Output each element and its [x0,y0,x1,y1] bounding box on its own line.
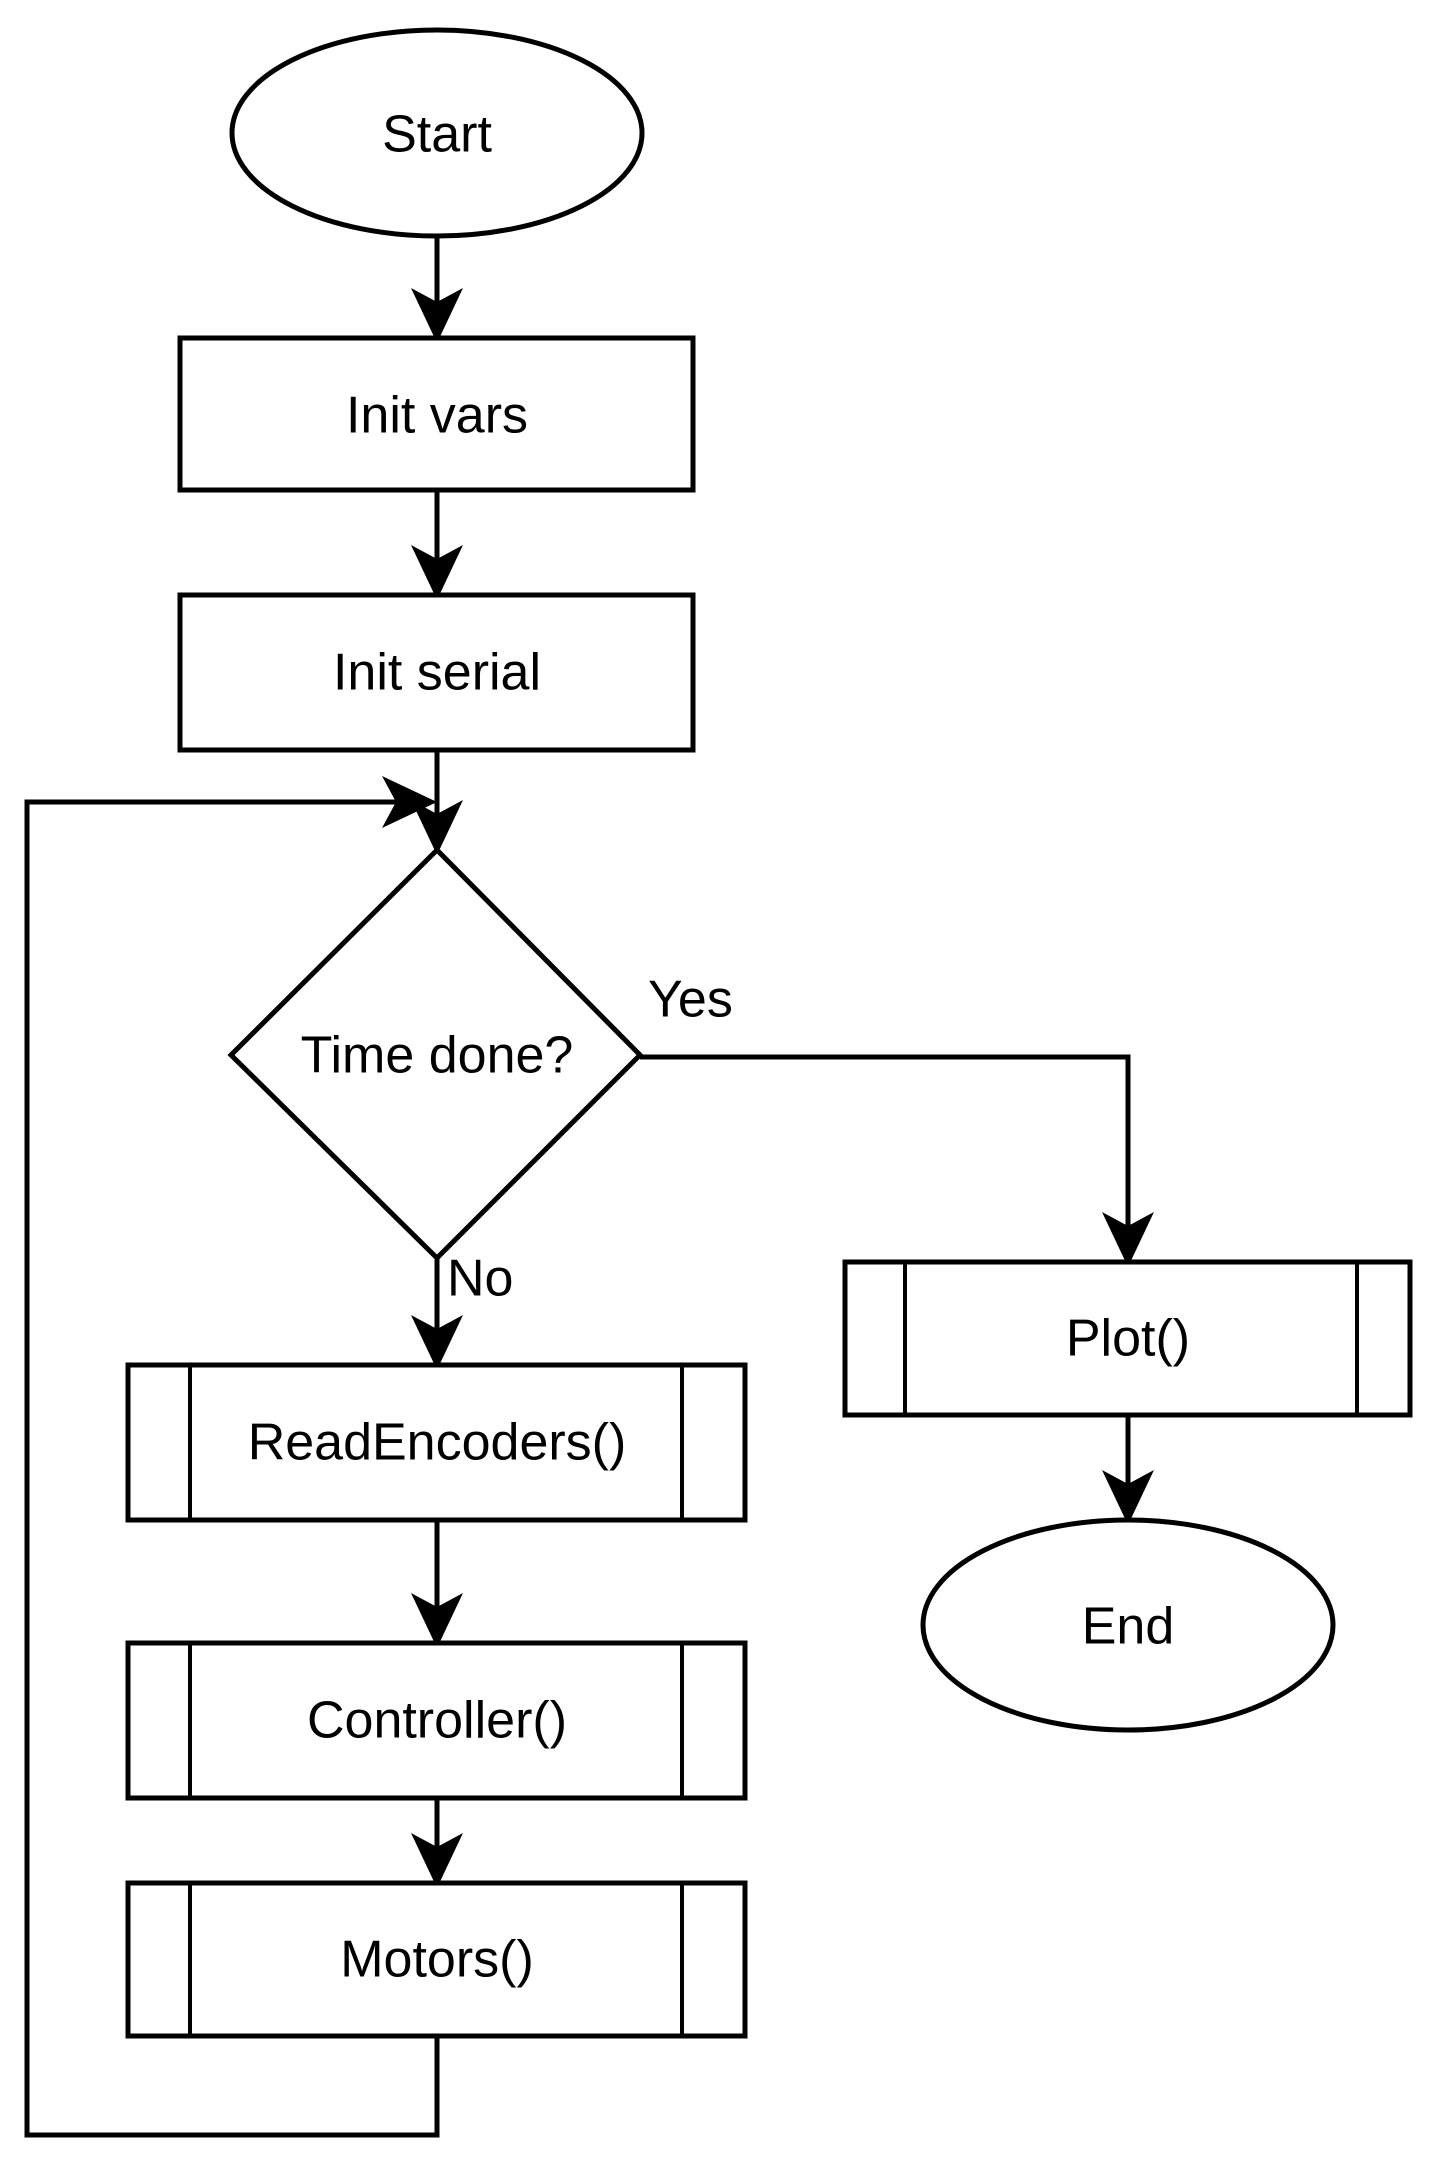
edge-motors-to-decision-loopback [24,776,440,2138]
node-controller[interactable]: Controller() [125,1640,748,1801]
node-start-label: Start [382,106,492,164]
node-controller-label: Controller() [307,1692,567,1750]
node-init-vars[interactable]: Init vars [177,335,696,493]
edge-label-no: No [447,1250,513,1308]
node-init-vars-label: Init vars [346,387,528,445]
node-init-serial[interactable]: Init serial [177,592,696,753]
node-decision-time-done[interactable]: Time done? [227,846,644,1262]
edge-label-yes: Yes [648,971,733,1029]
edge-controller-to-motors [411,1798,463,1888]
node-read-encoders[interactable]: ReadEncoders() [125,1362,748,1523]
edge-read-encoders-to-controller [411,1520,463,1648]
node-motors[interactable]: Motors() [125,1880,748,2039]
node-decision-label: Time done? [301,1027,574,1085]
node-end[interactable]: End [920,1517,1336,1733]
node-start[interactable]: Start [229,27,645,239]
edge-decision-to-plot [640,1054,1154,1267]
edge-init-serial-to-decision [411,750,463,855]
edge-decision-to-read-encoders [411,1258,463,1370]
node-init-serial-label: Init serial [333,644,541,702]
node-end-label: End [1082,1598,1175,1656]
edge-init-vars-to-init-serial [411,490,463,600]
edge-plot-to-end [1102,1415,1154,1525]
edge-start-to-init-vars [411,236,463,343]
node-plot-label: Plot() [1066,1310,1190,1368]
node-read-encoders-label: ReadEncoders() [248,1414,627,1472]
node-plot[interactable]: Plot() [842,1259,1413,1418]
node-motors-label: Motors() [340,1931,534,1989]
